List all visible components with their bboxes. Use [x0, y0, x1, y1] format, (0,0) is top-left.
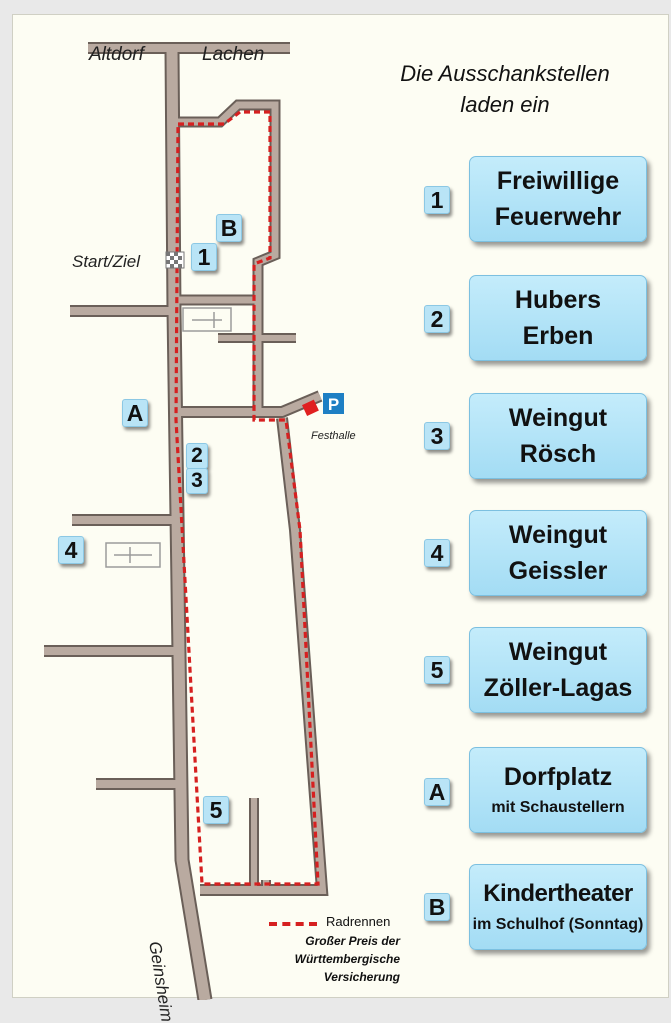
station-3-line-2: Rösch	[519, 440, 597, 468]
station-b-line-2: im Schulhof (Sonntag)	[472, 916, 644, 933]
legend-line-2: Württembergische	[294, 952, 400, 966]
label-lachen: Lachen	[202, 44, 265, 65]
legend-key-2: 2	[424, 305, 450, 333]
heading-line-1: Die Ausschankstellen	[400, 61, 610, 86]
legend-key-5: 5	[424, 656, 450, 684]
race-route	[174, 110, 320, 886]
station-card-a: Dorfplatz mit Schaustellern	[469, 747, 647, 833]
station-a-line-2: mit Schaustellern	[491, 799, 625, 816]
building-outlines	[105, 307, 232, 568]
map-marker-5: 5	[203, 796, 229, 824]
legend-line-1: Großer Preis der	[305, 934, 400, 948]
station-5-line-2: Zöller-Lagas	[483, 674, 633, 702]
roads	[44, 42, 329, 1000]
map-marker-1: 1	[191, 243, 217, 271]
building-1	[182, 307, 232, 332]
station-card-b: Kindertheater im Schulhof (Sonntag)	[469, 864, 647, 950]
map-marker-a: A	[122, 399, 148, 427]
station-4-line-2: Geissler	[508, 557, 608, 585]
station-card-3: Weingut Rösch	[469, 393, 647, 479]
map-marker-2: 2	[186, 443, 208, 469]
legend-key-a: A	[424, 778, 450, 806]
map-marker-4: 4	[58, 536, 84, 564]
map-marker-b: B	[216, 214, 242, 242]
parking-icon: P	[323, 393, 344, 414]
map-marker-3: 3	[186, 468, 208, 494]
station-card-5: Weingut Zöller-Lagas	[469, 627, 647, 713]
station-b-line-1: Kindertheater	[483, 880, 633, 907]
finish-flag-icon	[165, 251, 185, 269]
station-2-line-2: Erben	[522, 322, 594, 350]
street-map: P	[44, 42, 344, 1000]
label-festhalle: Festhalle	[311, 430, 356, 442]
station-3-line-1: Weingut	[508, 404, 608, 432]
building-2	[105, 542, 161, 568]
station-a-line-1: Dorfplatz	[503, 763, 613, 791]
label-start-ziel: Start/Ziel	[72, 252, 141, 271]
legend-key-b: B	[424, 893, 450, 921]
label-altdorf: Altdorf	[89, 44, 144, 65]
legend-route-label: Radrennen	[326, 914, 391, 929]
heading-line-2: laden ein	[460, 92, 550, 117]
legend-description: Großer Preis der Württembergische Versic…	[250, 932, 400, 986]
heading: Die Ausschankstellen laden ein	[385, 58, 625, 120]
festhalle-icon	[302, 399, 319, 416]
station-card-2: Hubers Erben	[469, 275, 647, 361]
legend-key-1: 1	[424, 186, 450, 214]
legend-route-swatch	[269, 922, 317, 926]
legend-key-3: 3	[424, 422, 450, 450]
legend-line-3: Versicherung	[323, 970, 400, 984]
station-card-1: Freiwillige Feuerwehr	[469, 156, 647, 242]
station-card-4: Weingut Geissler	[469, 510, 647, 596]
station-2-line-1: Hubers	[514, 286, 602, 314]
legend-key-4: 4	[424, 539, 450, 567]
station-4-line-1: Weingut	[508, 521, 608, 549]
svg-text:P: P	[328, 395, 339, 414]
station-5-line-1: Weingut	[508, 638, 608, 666]
station-1-line-1: Freiwillige	[496, 167, 620, 195]
station-1-line-2: Feuerwehr	[494, 203, 622, 231]
